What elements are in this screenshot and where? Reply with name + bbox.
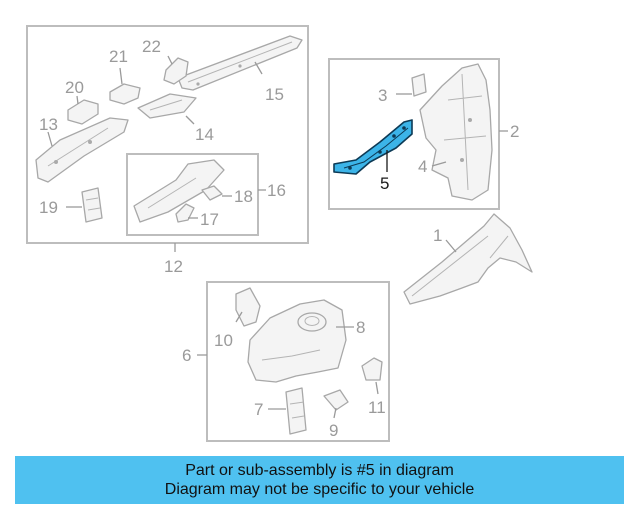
part-22-bracket[interactable]: [163, 57, 189, 85]
part-2-apron[interactable]: [419, 63, 493, 201]
part-16-assembly[interactable]: [133, 159, 225, 223]
leader-22: [167, 55, 173, 65]
leader-21: [119, 67, 123, 85]
group-6-box: [206, 281, 390, 442]
label-7: 7: [254, 400, 263, 419]
leader-11: [375, 381, 379, 395]
part-15-rail[interactable]: [177, 35, 303, 91]
part-20-bracket[interactable]: [67, 99, 99, 125]
group-12-box: [26, 25, 309, 244]
info-banner: Part or sub-assembly is #5 in diagram Di…: [15, 456, 624, 504]
label-20: 20: [65, 78, 84, 97]
part-19-bracket[interactable]: [81, 187, 103, 223]
label-6: 6: [182, 346, 191, 365]
label-18: 18: [234, 187, 253, 206]
part-17-bracket[interactable]: [175, 203, 195, 223]
label-17: 17: [200, 210, 219, 229]
leader-9: [333, 407, 337, 419]
leader-20: [76, 95, 79, 105]
label-11: 11: [368, 398, 386, 417]
part-5-reinforcement[interactable]: [333, 119, 413, 175]
label-15: 15: [265, 85, 284, 104]
part-7-bracket[interactable]: [285, 387, 307, 435]
label-13: 13: [39, 115, 58, 134]
banner-line-2: Diagram may not be specific to your vehi…: [164, 481, 475, 498]
group-16-box: [126, 153, 259, 236]
leader-1: [445, 239, 457, 253]
part-10-bracket[interactable]: [235, 287, 261, 327]
label-16: 16: [267, 181, 286, 200]
label-1: 1: [433, 226, 442, 245]
part-1-fender[interactable]: [403, 213, 533, 305]
part-21-bracket[interactable]: [109, 83, 141, 105]
label-22: 22: [142, 37, 161, 56]
part-9-clip[interactable]: [323, 389, 349, 411]
label-8: 8: [356, 318, 365, 337]
label-21: 21: [109, 47, 128, 66]
part-3-bracket[interactable]: [411, 73, 427, 97]
label-4: 4: [418, 157, 427, 176]
part-11-bracket[interactable]: [361, 357, 383, 381]
label-12: 12: [164, 257, 183, 276]
part-8-wheelhouse[interactable]: [247, 299, 347, 383]
leader-4: [431, 161, 447, 167]
label-9: 9: [329, 421, 338, 440]
banner-line-1: Part or sub-assembly is #5 in diagram: [185, 462, 454, 479]
parts-diagram: 15 22 21 20 14 13 19 18 16 17 12 3 4 2 5: [26, 25, 533, 442]
leader-15: [254, 61, 263, 75]
leader-14: [185, 115, 195, 125]
leader-13: [47, 131, 53, 147]
label-3: 3: [378, 86, 387, 105]
label-2: 2: [510, 122, 519, 141]
label-10: 10: [214, 331, 233, 350]
part-14-member[interactable]: [137, 93, 197, 119]
leader-10: [235, 311, 243, 323]
label-19: 19: [39, 198, 58, 217]
label-14: 14: [195, 125, 214, 144]
part-13-side-member[interactable]: [35, 117, 129, 183]
group-2-box: [328, 58, 500, 210]
part-18-plate[interactable]: [201, 185, 223, 201]
label-5: 5: [380, 174, 389, 193]
